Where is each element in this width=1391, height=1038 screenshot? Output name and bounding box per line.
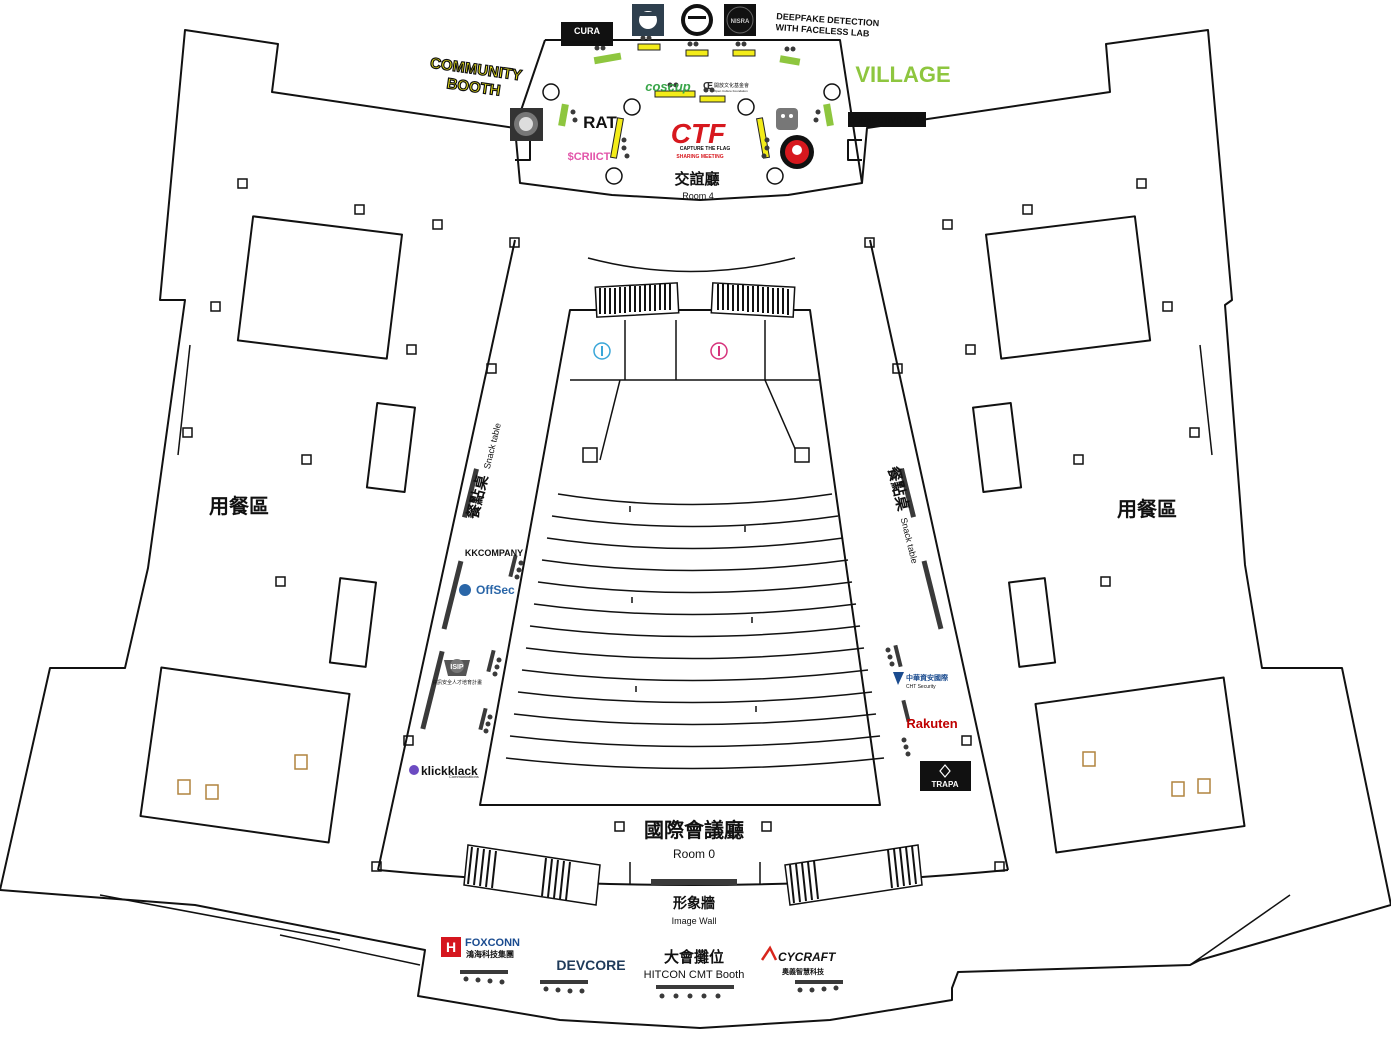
svg-text:CYCRAFT: CYCRAFT [778, 950, 837, 964]
elevator-icon [177, 751, 1211, 800]
svg-text:鴻海科技集團: 鴻海科技集團 [466, 949, 514, 959]
seating-rows [505, 493, 885, 770]
room0-auditorium [377, 239, 1009, 906]
svg-text:TRAPA: TRAPA [932, 780, 959, 789]
svg-text:CURA: CURA [574, 26, 600, 36]
svg-text:CTF: CTF [671, 118, 726, 149]
top-stairs-left [594, 282, 680, 318]
trapa-logo: TRAPA [920, 761, 971, 791]
svg-text:ISIP: ISIP [450, 664, 464, 671]
klickklack-logo: klickklack Communications [409, 764, 479, 779]
top-stairs-right [710, 282, 796, 318]
svg-text:klickklack: klickklack [421, 764, 478, 778]
rat-logo: RAT [583, 113, 617, 132]
nisra-logo: NISRA [724, 4, 756, 36]
room4-label-en: Room 4 [682, 191, 714, 201]
isip-logo: ISIP 資訊安全人才培育計畫 [432, 659, 482, 686]
offsec-logo: OffSec [459, 583, 515, 597]
room4-label-zh: 交誼廳 [674, 170, 719, 188]
female-restroom-icon [710, 342, 728, 360]
svg-text:奧義智慧科技: 奧義智慧科技 [782, 967, 825, 976]
devcore-logo: DEVCORE [556, 957, 625, 973]
hacker-group-logo [510, 108, 543, 141]
svg-text:NISRA: NISRA [731, 19, 750, 25]
svg-text:OffSec: OffSec [476, 583, 515, 597]
male-restroom-icon [593, 342, 611, 360]
svg-text:CONNECTIVITY LAB: CONNECTIVITY LAB [849, 116, 926, 125]
ctf-logo: CTF CAPTURE THE FLAG SHARING MEETING [671, 118, 731, 160]
bottom-stairs-right [784, 844, 923, 906]
snack-table-left-en: Snack table [482, 422, 503, 470]
cmt-booth-label-zh: 大會攤位 [664, 948, 724, 966]
dining-area-right: 用餐區 [1117, 497, 1177, 521]
village-logo: VILLAGE [855, 62, 950, 87]
connectivity-lab-logo: CONNECTIVITY LAB [848, 112, 926, 127]
svg-text:資訊安全人才培育計畫: 資訊安全人才培育計畫 [432, 679, 482, 686]
image-wall-label-zh: 形象牆 [673, 895, 715, 912]
snack-table-left-zh: 餐點桌 [463, 472, 492, 521]
cycraft-logo: CYCRAFT 奧義智慧科技 [760, 945, 837, 976]
snack-table-right-zh: 餐點桌 [884, 465, 913, 514]
aisle-markers [629, 506, 757, 712]
cura-logo: CURA Chaotic Underground Resistant Assoc… [561, 22, 613, 46]
svg-text:H: H [446, 939, 456, 955]
ocf-logo: Œ 開放文化基金會 Open Culture Foundation [703, 81, 749, 93]
cht-security-logo: 中華資安國際 CHT Security [893, 672, 949, 690]
right-side-booths [885, 644, 911, 757]
red-community-logo [780, 135, 814, 169]
svg-text:中華資安國際: 中華資安國際 [906, 673, 949, 682]
bottom-sponsor-tables [460, 970, 843, 999]
foxconn-logo: H FOXCONN 鴻海科技集團 [441, 937, 520, 959]
dining-area-left: 用餐區 [209, 494, 269, 518]
svg-text:Chaotic Underground Resistant: Chaotic Underground Resistant Associatio… [563, 41, 612, 44]
pillars [182, 178, 1200, 872]
faceless-lab-logo [681, 4, 713, 36]
image-wall-bar [651, 879, 737, 885]
svg-text:Open Culture Foundation: Open Culture Foundation [714, 89, 748, 93]
svg-text:CHT Security: CHT Security [906, 684, 936, 690]
coscup-logo: coscup [645, 79, 691, 94]
room0-label-en: Room 0 [673, 847, 715, 861]
snack-tables [420, 468, 944, 730]
android-logo [776, 108, 798, 130]
kkcompany-logo: KKCOMPANY [465, 548, 523, 558]
left-side-booths [478, 554, 524, 734]
cmt-booth-label-en: HITCON CMT Booth [644, 969, 745, 981]
spy-logo [632, 4, 664, 36]
svg-text:Œ: Œ [703, 81, 713, 92]
room4-booths [542, 35, 841, 185]
community-booth-logo: COMMUNITY BOOTH [428, 54, 523, 100]
rakuten-logo: Rakuten [906, 716, 957, 731]
scriict-logo: $CRIICT [568, 151, 611, 163]
room0-label-zh: 國際會議廳 [644, 818, 744, 842]
deepfake-detection-label: DEEPFAKE DETECTION WITH FACELESS LAB [775, 11, 879, 39]
snack-table-right-en: Snack table [899, 517, 920, 565]
svg-text:開放文化基金會: 開放文化基金會 [714, 82, 749, 89]
svg-text:Communications: Communications [449, 774, 479, 779]
svg-text:FOXCONN: FOXCONN [465, 937, 520, 949]
svg-text:SHARING MEETING: SHARING MEETING [676, 154, 723, 160]
right-wing-blocks [972, 215, 1246, 854]
image-wall-label-en: Image Wall [672, 916, 717, 926]
left-wing-blocks [139, 215, 416, 844]
svg-text:CAPTURE THE FLAG: CAPTURE THE FLAG [680, 146, 731, 152]
bottom-stairs-left [463, 844, 601, 906]
